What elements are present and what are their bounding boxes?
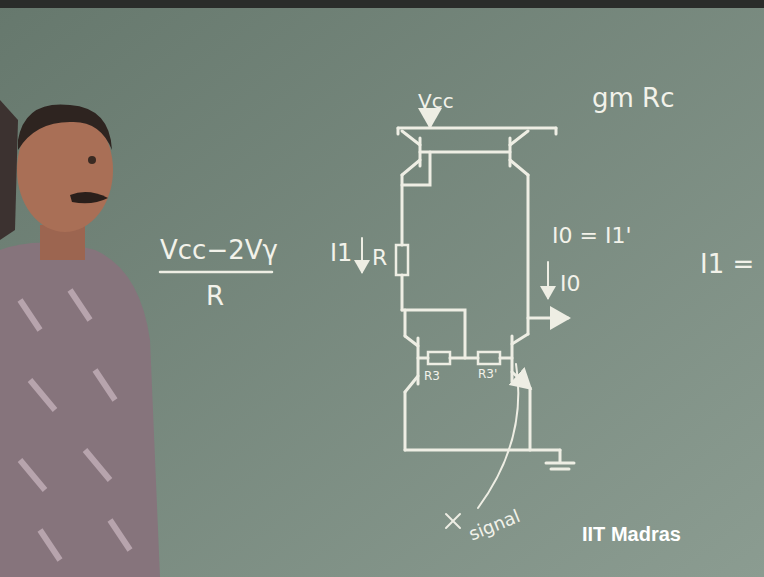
board-edge [0, 0, 764, 8]
circuit-wires [160, 112, 574, 528]
current-label: I1 [330, 240, 352, 266]
current-equation: I0 = I1' [552, 224, 631, 248]
gain-note: gm Rc [592, 84, 674, 113]
cut-equation: I1 = [700, 250, 754, 279]
fraction-denominator: R [206, 282, 224, 311]
resistor-label: R3' [478, 368, 497, 381]
fraction-numerator: Vcc−2Vγ [160, 236, 278, 265]
resistor-label: R3 [424, 370, 440, 383]
lecturer [0, 100, 160, 577]
watermark: IIT Madras [582, 523, 681, 545]
resistor-label: R [372, 246, 387, 270]
supply-label: Vcc [418, 90, 454, 112]
current-label: I0 [560, 272, 581, 296]
